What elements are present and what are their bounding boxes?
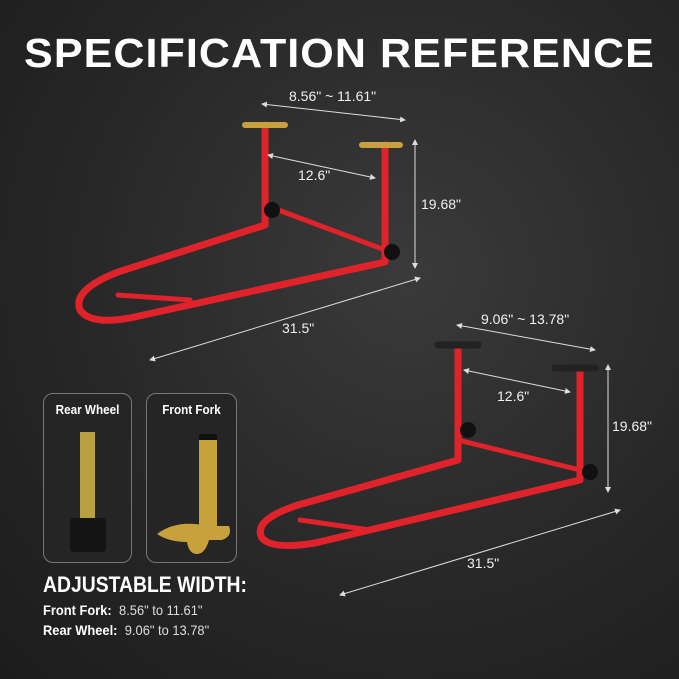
- front-fork-adapter-image: [157, 434, 231, 554]
- bottom-length-label: 31.5": [467, 555, 500, 571]
- top-inner-width-label: 12.6": [298, 167, 331, 183]
- bottom-inner-width-label: 12.6": [497, 388, 530, 404]
- row-label: Rear Wheel: [43, 622, 114, 638]
- bottom-height-label: 19.68": [612, 418, 653, 434]
- row-value: 9.06" to 13.78": [124, 622, 210, 638]
- page-title: SPECIFICATION REFERENCE: [24, 30, 655, 76]
- bottom-stand: [256, 341, 599, 550]
- top-stand: [75, 121, 403, 324]
- rear-wheel-width-row: Rear Wheel:9.06" to 13.78": [43, 622, 209, 638]
- adjustable-width-heading: ADJUSTABLE WIDTH:: [43, 572, 247, 597]
- row-sep: :: [107, 602, 112, 618]
- rear-wheel-attachment-card: Rear Wheel: [43, 393, 132, 563]
- rear-wheel-label: Rear Wheel: [55, 402, 120, 417]
- front-fork-attachment-card: Front Fork: [146, 393, 237, 563]
- row-label: Front Fork: [43, 602, 108, 618]
- row-value: 8.56" to 11.61": [119, 602, 203, 618]
- top-width-range-label: 8.56" ~ 11.61": [289, 88, 377, 104]
- top-height-label: 19.68": [421, 196, 462, 212]
- top-length-label: 31.5": [282, 320, 315, 336]
- row-sep: :: [113, 622, 118, 638]
- rear-wheel-adapter-image: [70, 432, 106, 552]
- front-fork-label: Front Fork: [162, 402, 221, 417]
- front-fork-width-row: Front Fork:8.56" to 11.61": [43, 602, 202, 618]
- bottom-width-range-label: 9.06" ~ 13.78": [481, 311, 570, 327]
